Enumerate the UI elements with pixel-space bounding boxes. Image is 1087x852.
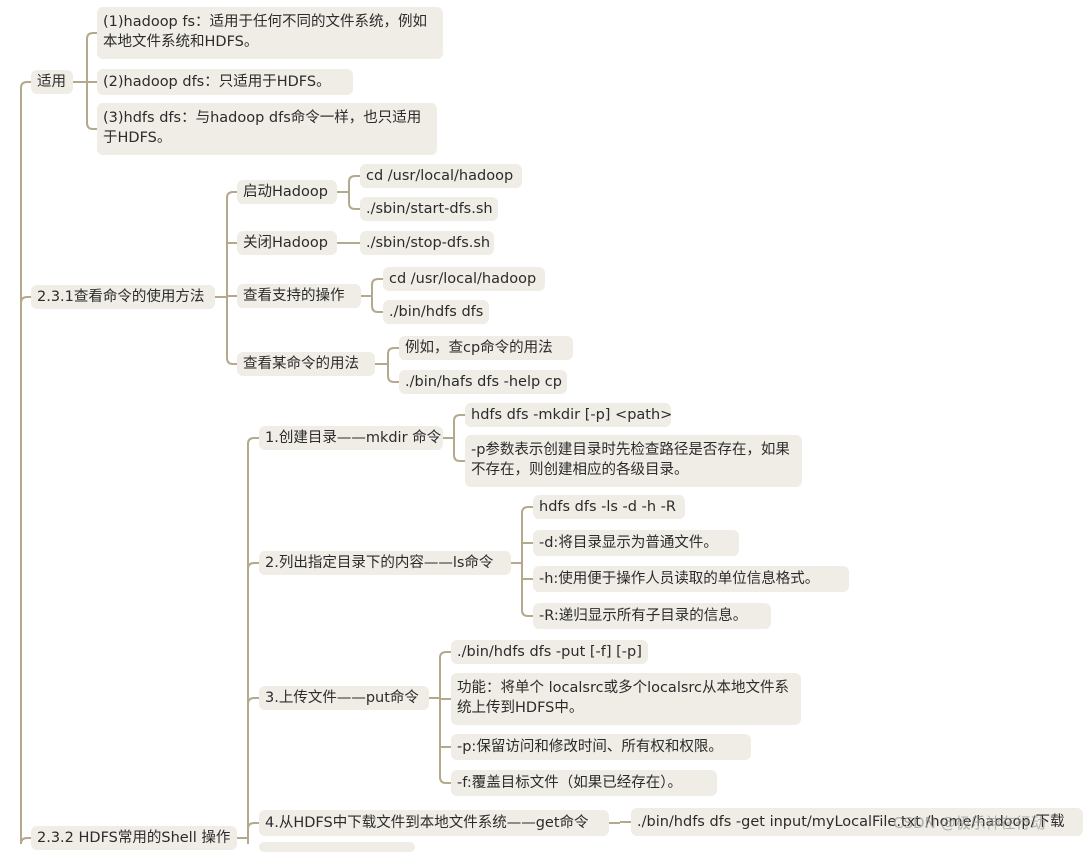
connector-line — [453, 414, 465, 422]
node-hadoop-fs: (1)hadoop fs：适用于任何不同的文件系统，例如本地文件系统和HDFS。 — [97, 7, 443, 59]
connector-line — [247, 822, 259, 830]
node-usage: 2.3.1查看命令的使用方法 — [31, 285, 215, 309]
connector-line — [20, 296, 31, 304]
connector-line — [20, 81, 31, 89]
connector-line — [86, 32, 97, 40]
node-put-p: -p:保留访问和修改时间、所有权和权限。 — [451, 734, 751, 760]
node-ls-cmd: hdfs dfs -ls -d -h -R — [533, 495, 685, 519]
node-start-cd: cd /usr/local/hadoop — [360, 164, 522, 188]
node-put: 3.上传文件——put命令 — [259, 686, 429, 710]
node-ls-h: -h:使用便于操作人员读取的单位信息格式。 — [533, 566, 849, 592]
connector-line — [439, 776, 451, 784]
node-help-cp: ./bin/hafs dfs -help cp — [399, 370, 567, 394]
connector-line — [387, 375, 399, 383]
node-shell-ops: 2.3.2 HDFS常用的Shell 操作 — [31, 826, 237, 850]
node-mkdir-cmd: hdfs dfs -mkdir [-p] <path> — [465, 403, 671, 427]
node-get-cmd: ./bin/hdfs dfs -get input/myLocalFile.tx… — [631, 808, 1083, 836]
node-ops-bin: ./bin/hdfs dfs — [383, 300, 489, 324]
node-put-function: 功能：将单个 localsrc或多个localsrc从本地文件系统上传到HDFS… — [451, 673, 801, 725]
connector-line — [371, 305, 383, 313]
node-ops-cd: cd /usr/local/hadoop — [383, 267, 545, 291]
node-cp-example: 例如，查cp命令的用法 — [399, 336, 573, 360]
connector-line — [371, 278, 383, 286]
connector-line — [247, 697, 259, 705]
node-start-hadoop: 启动Hadoop — [237, 180, 337, 204]
connector-line — [247, 562, 259, 570]
node-get: 4.从HDFS中下载文件到本地文件系统——get命令 — [259, 810, 609, 836]
node-command-usage: 查看某命令的用法 — [237, 352, 375, 376]
node-ls-d: -d:将目录显示为普通文件。 — [533, 530, 739, 556]
watermark: CSDN @极乐神在行动 — [893, 814, 1046, 832]
node-supported-ops: 查看支持的操作 — [237, 284, 361, 308]
connector-line — [439, 651, 451, 659]
node-apply: 适用 — [31, 70, 73, 94]
connector-line — [348, 175, 360, 183]
connector-line — [521, 609, 533, 617]
node-hdfs-dfs: (3)hdfs dfs：与hadoop dfs命令一样，也只适用于HDFS。 — [97, 103, 437, 155]
node-mkdir: 1.创建目录——mkdir 命令 — [259, 426, 443, 450]
connector-line — [20, 837, 31, 844]
node-put-cmd: ./bin/hdfs dfs -put [-f] [-p] — [451, 640, 648, 664]
connector-line — [247, 437, 259, 445]
connector-line — [226, 191, 237, 199]
node-ls-R: -R:递归显示所有子目录的信息。 — [533, 603, 771, 629]
node-stop-dfs: ./sbin/stop-dfs.sh — [360, 231, 494, 255]
connector-line — [86, 122, 97, 130]
connector-line — [387, 347, 399, 355]
connector-line — [226, 357, 237, 365]
node-hadoop-dfs: (2)hadoop dfs：只适用于HDFS。 — [97, 69, 353, 95]
node-stop-hadoop: 关闭Hadoop — [237, 231, 337, 255]
connector-line — [521, 506, 533, 514]
node-start-dfs: ./sbin/start-dfs.sh — [360, 197, 498, 221]
connector-line — [348, 202, 360, 210]
node-ls: 2.列出指定目录下的内容——ls命令 — [259, 551, 511, 575]
connector-line — [453, 454, 465, 462]
node-mkdir-p: -p参数表示创建目录时先检查路径是否存在，如果不存在，则创建相应的各级目录。 — [465, 435, 802, 487]
node-put-f: -f:覆盖目标文件（如果已经存在）。 — [451, 770, 717, 796]
